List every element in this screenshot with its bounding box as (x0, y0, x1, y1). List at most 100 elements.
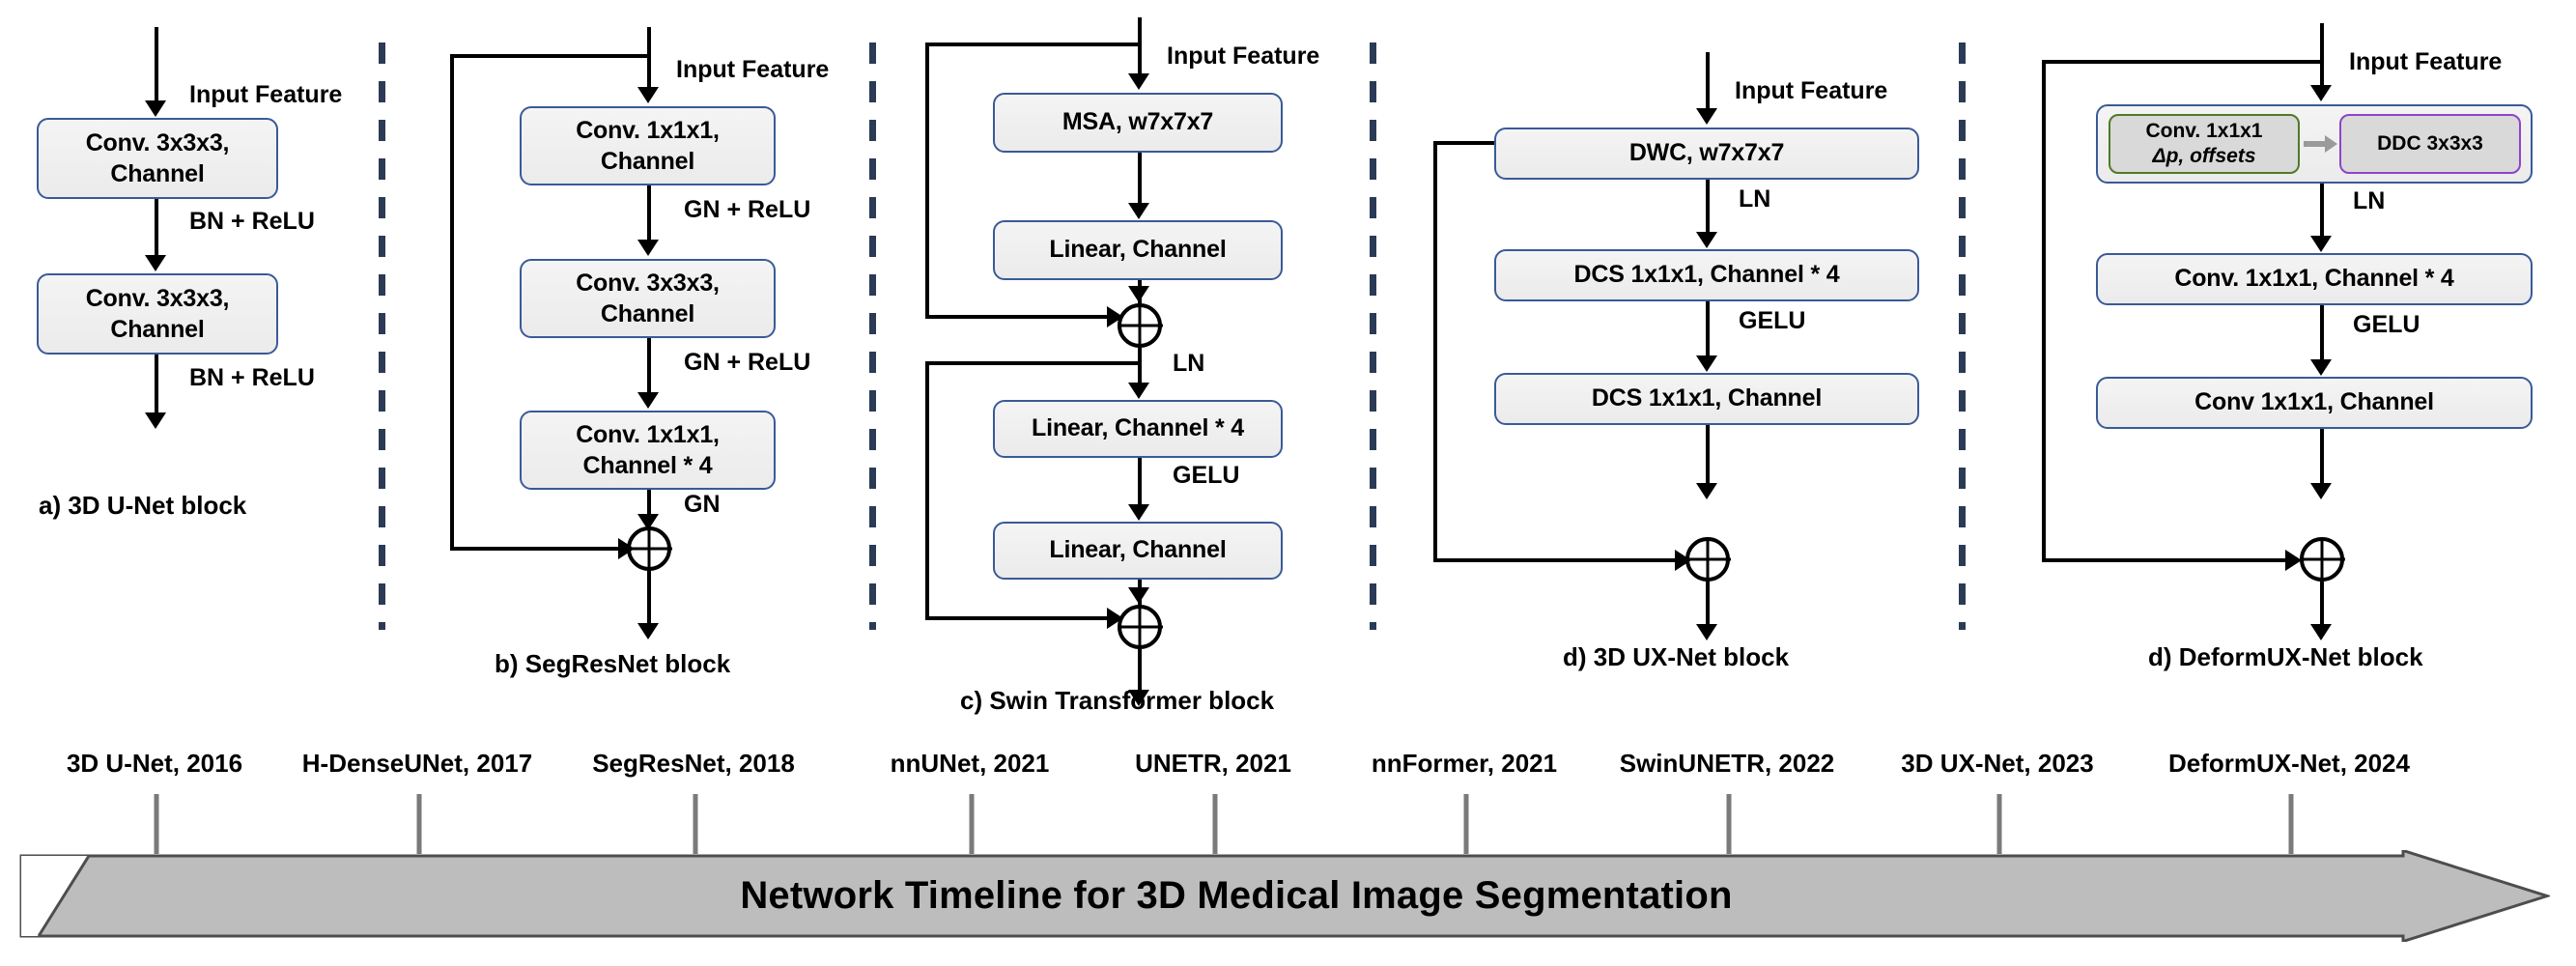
panel-d1-caption: d) 3D UX-Net block (1563, 642, 1790, 671)
panel-separator-1 (379, 43, 385, 630)
timeline-label-0: 3D U-Net, 2016 (66, 749, 243, 778)
panel-c-skip2-top (925, 361, 1142, 365)
panel-d1-box-dcs: DCS 1x1x1, Channel (1494, 373, 1919, 425)
panel-b-edge2-line (647, 338, 651, 396)
panel-d2-input-label: Input Feature (2349, 48, 2503, 75)
panel-d2-subbox-offset-conv-line2: Δp, offsets (2152, 145, 2256, 167)
timeline-tick-2 (693, 794, 698, 854)
panel-d2-subbox-ddc-line1: DDC 3x3x3 (2377, 132, 2483, 156)
panel-b-skip-top (450, 54, 651, 58)
panel-d2-grey-arrow-icon (2325, 135, 2337, 153)
panel-b-output-arrowhead (637, 623, 659, 639)
panel-d1-output-line (1706, 582, 1710, 628)
panel-a-edge1-line (155, 199, 158, 259)
panel-b-box-conv1: Conv. 1x1x1,Channel (520, 106, 776, 185)
timeline-label-6: SwinUNETR, 2022 (1619, 749, 1835, 778)
panel-b-input-arrowhead (637, 87, 659, 103)
panel-c-ln-line (1138, 348, 1142, 388)
panel-a-box-conv1: Conv. 3x3x3,Channel (37, 118, 278, 199)
panel-d2-box-conv: Conv 1x1x1, Channel (2096, 377, 2533, 429)
panel-b-input-line (647, 27, 651, 91)
panel-c-box-linear1-text: Linear, Channel (1049, 236, 1227, 264)
panel-b-box-conv3: Conv. 1x1x1,Channel * 4 (520, 411, 776, 490)
panel-b-sum-icon (627, 526, 671, 571)
panel-c-arrow1-line (1138, 153, 1142, 207)
panel-d1-sum-icon (1685, 537, 1730, 582)
panel-a-edge2-label: BN + ReLU (189, 364, 315, 391)
panel-c-input-line (1138, 17, 1142, 77)
panel-d2-arrow-line (2320, 429, 2324, 491)
timeline-tick-3 (969, 794, 975, 854)
panel-d2-gelu-line (2320, 305, 2324, 363)
panel-d1-box-dcs4x: DCS 1x1x1, Channel * 4 (1494, 249, 1919, 301)
panel-c-ln-label: LN (1173, 350, 1205, 377)
panel-c-gelu-line (1138, 458, 1142, 508)
panel-d2-box-conv4x-text: Conv. 1x1x1, Channel * 4 (2174, 265, 2454, 293)
timeline-label-4: UNETR, 2021 (1135, 749, 1291, 778)
panel-d1-arrow-line (1706, 425, 1710, 491)
panel-d2-subbox-offset-conv: Conv. 1x1x1 Δp, offsets (2109, 114, 2300, 174)
timeline-tick-5 (1463, 794, 1469, 854)
panel-d2-gelu-arrowhead (2310, 359, 2332, 376)
panel-c-input-arrowhead (1128, 73, 1149, 90)
panel-b-edge3-label: GN (684, 491, 721, 518)
timeline-label-1: H-DenseUNet, 2017 (301, 749, 533, 778)
timeline-tick-0 (154, 794, 159, 854)
panel-c-box-linear4x-text: Linear, Channel * 4 (1032, 414, 1244, 442)
panel-b-box-conv2-text: Conv. 3x3x3,Channel (576, 269, 720, 328)
panel-d2-output-arrowhead (2310, 624, 2332, 640)
panel-a-input-arrowhead (145, 100, 166, 117)
panel-separator-3 (1370, 43, 1376, 630)
panel-a-edge2-line (155, 355, 158, 416)
panel-d2-sum-icon (2300, 537, 2344, 582)
panel-c-arrow2-arrowhead (1128, 286, 1149, 302)
panel-b-caption: b) SegResNet block (495, 649, 731, 678)
panel-b-skip-bottom (450, 547, 624, 551)
panel-d2-output-line (2320, 582, 2324, 628)
panel-d2-caption: d) DeformUX-Net block (2148, 642, 2423, 671)
panel-c-box-msa: MSA, w7x7x7 (993, 93, 1283, 153)
panel-c-arrow3-arrowhead (1128, 587, 1149, 604)
timeline-arrow-shape (19, 850, 2550, 942)
panel-a-edge1-label: BN + ReLU (189, 208, 315, 235)
panel-c-ln-arrowhead (1128, 383, 1149, 399)
panel-a-input-line (155, 27, 158, 104)
panel-d1-ln-arrowhead (1696, 232, 1717, 248)
panel-separator-4 (1959, 43, 1966, 630)
panel-a-edge1-arrowhead (145, 255, 166, 271)
panel-c-arrow1-arrowhead (1128, 203, 1149, 219)
timeline-title: Network Timeline for 3D Medical Image Se… (740, 874, 1733, 917)
panel-c-output-line (1138, 649, 1142, 694)
panel-d2-gelu-label: GELU (2353, 311, 2420, 338)
panel-a-box-conv2-text: Conv. 3x3x3,Channel (85, 284, 230, 344)
panel-d1-output-arrowhead (1696, 624, 1717, 640)
panel-c-skip1-bottom (925, 315, 1111, 319)
panel-c-box-msa-text: MSA, w7x7x7 (1062, 108, 1214, 136)
panel-a-box-conv1-text: Conv. 3x3x3,Channel (85, 128, 230, 188)
panel-c-input-label: Input Feature (1167, 43, 1320, 70)
panel-b-edge2-arrowhead (637, 392, 659, 409)
panel-c-skip1-left (925, 43, 929, 319)
panel-d1-input-line (1706, 52, 1710, 112)
panel-c-gelu-arrowhead (1128, 504, 1149, 521)
panel-b-edge3-line (647, 490, 651, 519)
panel-c-skip1-top (925, 43, 1142, 46)
panel-d1-box-dcs4x-text: DCS 1x1x1, Channel * 4 (1573, 261, 1840, 289)
panel-c-skip2-bottom (925, 616, 1111, 620)
panel-d1-skip-left (1433, 141, 1437, 562)
timeline-tick-7 (1996, 794, 2002, 854)
panel-a-edge2-arrowhead (145, 412, 166, 429)
timeline-label-8: DeformUX-Net, 2024 (2168, 749, 2410, 778)
panel-d1-box-dwc: DWC, w7x7x7 (1494, 128, 1919, 180)
panel-d2-input-line (2320, 23, 2324, 89)
panel-d2-ln-label: LN (2353, 187, 2386, 214)
panel-b-output-line (647, 571, 651, 627)
panel-b-box-conv2: Conv. 3x3x3,Channel (520, 259, 776, 338)
panel-b-box-conv3-text: Conv. 1x1x1,Channel * 4 (576, 420, 720, 480)
panel-a-input-label: Input Feature (189, 81, 343, 108)
panel-d2-subbox-ddc: DDC 3x3x3 (2339, 114, 2521, 174)
panel-d2-skip-arrowhead (2285, 550, 2302, 571)
timeline-label-3: nnUNet, 2021 (890, 749, 1050, 778)
panel-a-box-conv2: Conv. 3x3x3,Channel (37, 273, 278, 355)
